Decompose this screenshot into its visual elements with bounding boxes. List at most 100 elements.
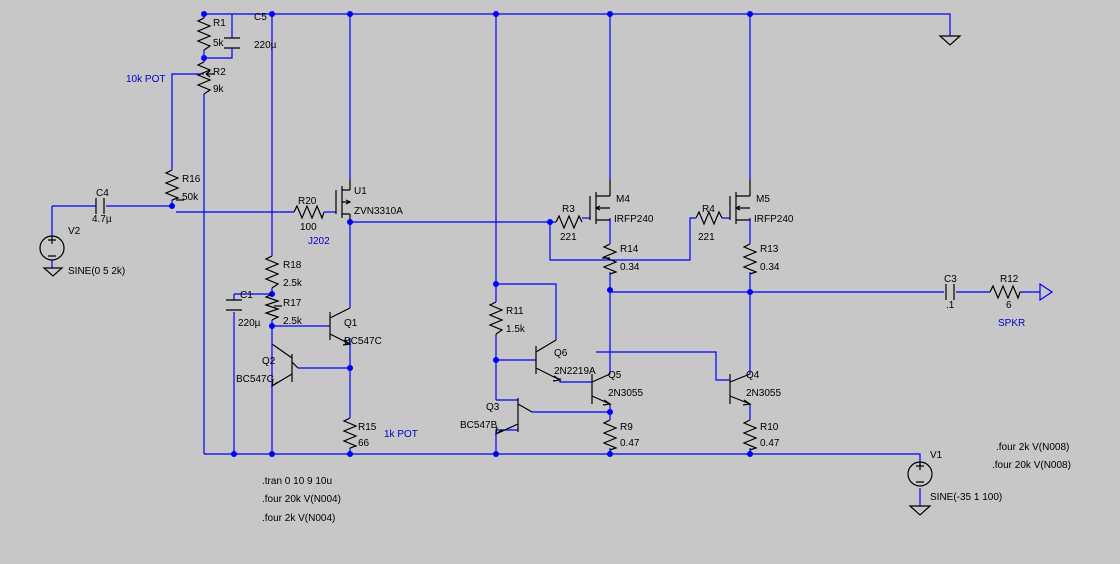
directive-four-20k-n004[interactable]: .four 20k V(N004) [262,494,341,505]
r11-ref: R11 [506,306,524,317]
transistor-q6[interactable]: Q6 2N2219A [535,339,596,382]
r20-ref: R20 [298,196,317,207]
r11-value: 1.5k [506,324,526,335]
v2-ref: V2 [68,226,81,237]
r3-ref: R3 [562,204,575,215]
r14-value: 0.34 [620,262,640,273]
r13-ref: R13 [760,244,779,255]
resistor-r17[interactable]: R17 2.5k [264,293,303,327]
r9-ref: R9 [620,422,633,433]
r10-value: 0.47 [760,438,780,449]
q2-value: BC547C [236,374,274,385]
wires [42,13,1040,516]
q6-ref: Q6 [554,348,568,359]
r4-ref: R4 [702,204,715,215]
spkr-label: SPKR [998,318,1025,329]
directive-four-2k-n004[interactable]: .four 2k V(N004) [262,513,335,524]
resistor-r11[interactable]: R11 1.5k [488,301,526,335]
c3-value: .1 [946,300,955,311]
r17-value: 2.5k [283,316,303,327]
r2-value: 9k [213,84,225,95]
resistor-r1[interactable]: R1 5k [196,17,226,51]
transistor-q3[interactable]: Q3 BC547B [460,398,533,436]
resistor-r12[interactable]: R12 6 [989,274,1021,311]
output-port-icon [1039,282,1054,302]
transistor-q4[interactable]: Q4 2N3055 [729,370,781,406]
r13-value: 0.34 [760,262,780,273]
r15-value: 66 [358,438,370,449]
q2-ref: Q2 [262,356,276,367]
resistor-r20[interactable]: R20 100 [293,196,325,233]
resistor-r16[interactable]: R16 50k [164,169,201,203]
r14-ref: R14 [620,244,639,255]
pot-1k-label: 1k POT [384,429,418,440]
c4-value: 4.7µ [92,214,112,225]
m5-ref: M5 [756,194,770,205]
resistor-r3[interactable]: R3 221 [555,204,583,243]
mosfet-u1[interactable]: U1 ZVN3310A [335,180,403,220]
q1-ref: Q1 [344,318,358,329]
resistor-r2[interactable]: R2 9k [196,61,226,95]
resistor-r4[interactable]: R4 221 [695,204,723,243]
r16-ref: R16 [182,174,201,185]
r1-ref: R1 [213,18,226,29]
q1-value: BC547C [344,336,382,347]
r20-value: 100 [300,222,317,233]
r12-ref: R12 [1000,274,1019,285]
r17-ref: R17 [283,298,302,309]
c5-ref: C5 [254,12,267,23]
q4-ref: Q4 [746,370,760,381]
directive-four-20k-n008[interactable]: .four 20k V(N008) [992,460,1071,471]
q3-value: BC547B [460,420,498,431]
capacitor-c4[interactable]: C4 4.7µ [92,188,112,225]
q4-value: 2N3055 [746,388,781,399]
u1-value: ZVN3310A [354,206,403,217]
capacitor-c1[interactable]: C1 220µ [226,290,261,329]
transistor-q1[interactable]: Q1 BC547C [329,307,382,347]
directive-four-2k-n008[interactable]: .four 2k V(N008) [996,442,1069,453]
resistor-r14[interactable]: R14 0.34 [602,243,640,275]
r18-value: 2.5k [283,278,303,289]
r12-value: 6 [1006,300,1012,311]
resistor-r9[interactable]: R9 0.47 [602,419,640,451]
junctions [169,11,753,457]
c3-ref: C3 [944,274,957,285]
transistor-q5[interactable]: Q5 2N3055 [591,370,643,406]
resistor-r15[interactable]: R15 66 [342,417,377,449]
m5-value: IRFP240 [754,214,794,225]
r1-value: 5k [213,38,225,49]
capacitor-c3[interactable]: C3 .1 [944,274,957,311]
c1-ref: C1 [240,290,253,301]
resistor-r13[interactable]: R13 0.34 [742,243,780,275]
voltage-source-v1[interactable]: V1 SINE(-35 1 100) [907,450,1002,503]
v1-ref: V1 [930,450,943,461]
r18-ref: R18 [283,260,302,271]
v1-value: SINE(-35 1 100) [930,492,1002,503]
r10-ref: R10 [760,422,779,433]
q3-ref: Q3 [486,402,500,413]
v2-value: SINE(0 5 2k) [68,266,125,277]
transistor-q2[interactable]: Q2 BC547C [236,343,299,388]
q6-value: 2N2219A [554,366,596,377]
m4-value: IRFP240 [614,214,654,225]
c5-value: 220µ [254,40,277,51]
r3-value: 221 [560,232,577,243]
mosfet-m4[interactable]: M4 IRFP240 [589,180,654,225]
r16-value: 50k [182,192,199,203]
resistor-r10[interactable]: R10 0.47 [742,419,780,451]
resistor-r18[interactable]: R18 2.5k [264,255,303,289]
spice-directives: .tran 0 10 9 10u .four 20k V(N004) .four… [262,442,1071,524]
capacitor-c5[interactable]: C5 220µ [224,12,277,51]
q5-ref: Q5 [608,370,622,381]
r2-ref: R2 [213,67,226,78]
j202-label: J202 [308,236,330,247]
m4-ref: M4 [616,194,630,205]
voltage-source-v2[interactable]: V2 SINE(0 5 2k) [39,226,125,277]
mosfet-m5[interactable]: M5 IRFP240 [729,180,794,225]
q5-value: 2N3055 [608,388,643,399]
u1-ref: U1 [354,186,367,197]
pot-10k-label: 10k POT [126,74,165,85]
r9-value: 0.47 [620,438,640,449]
directive-tran[interactable]: .tran 0 10 9 10u [262,476,332,487]
